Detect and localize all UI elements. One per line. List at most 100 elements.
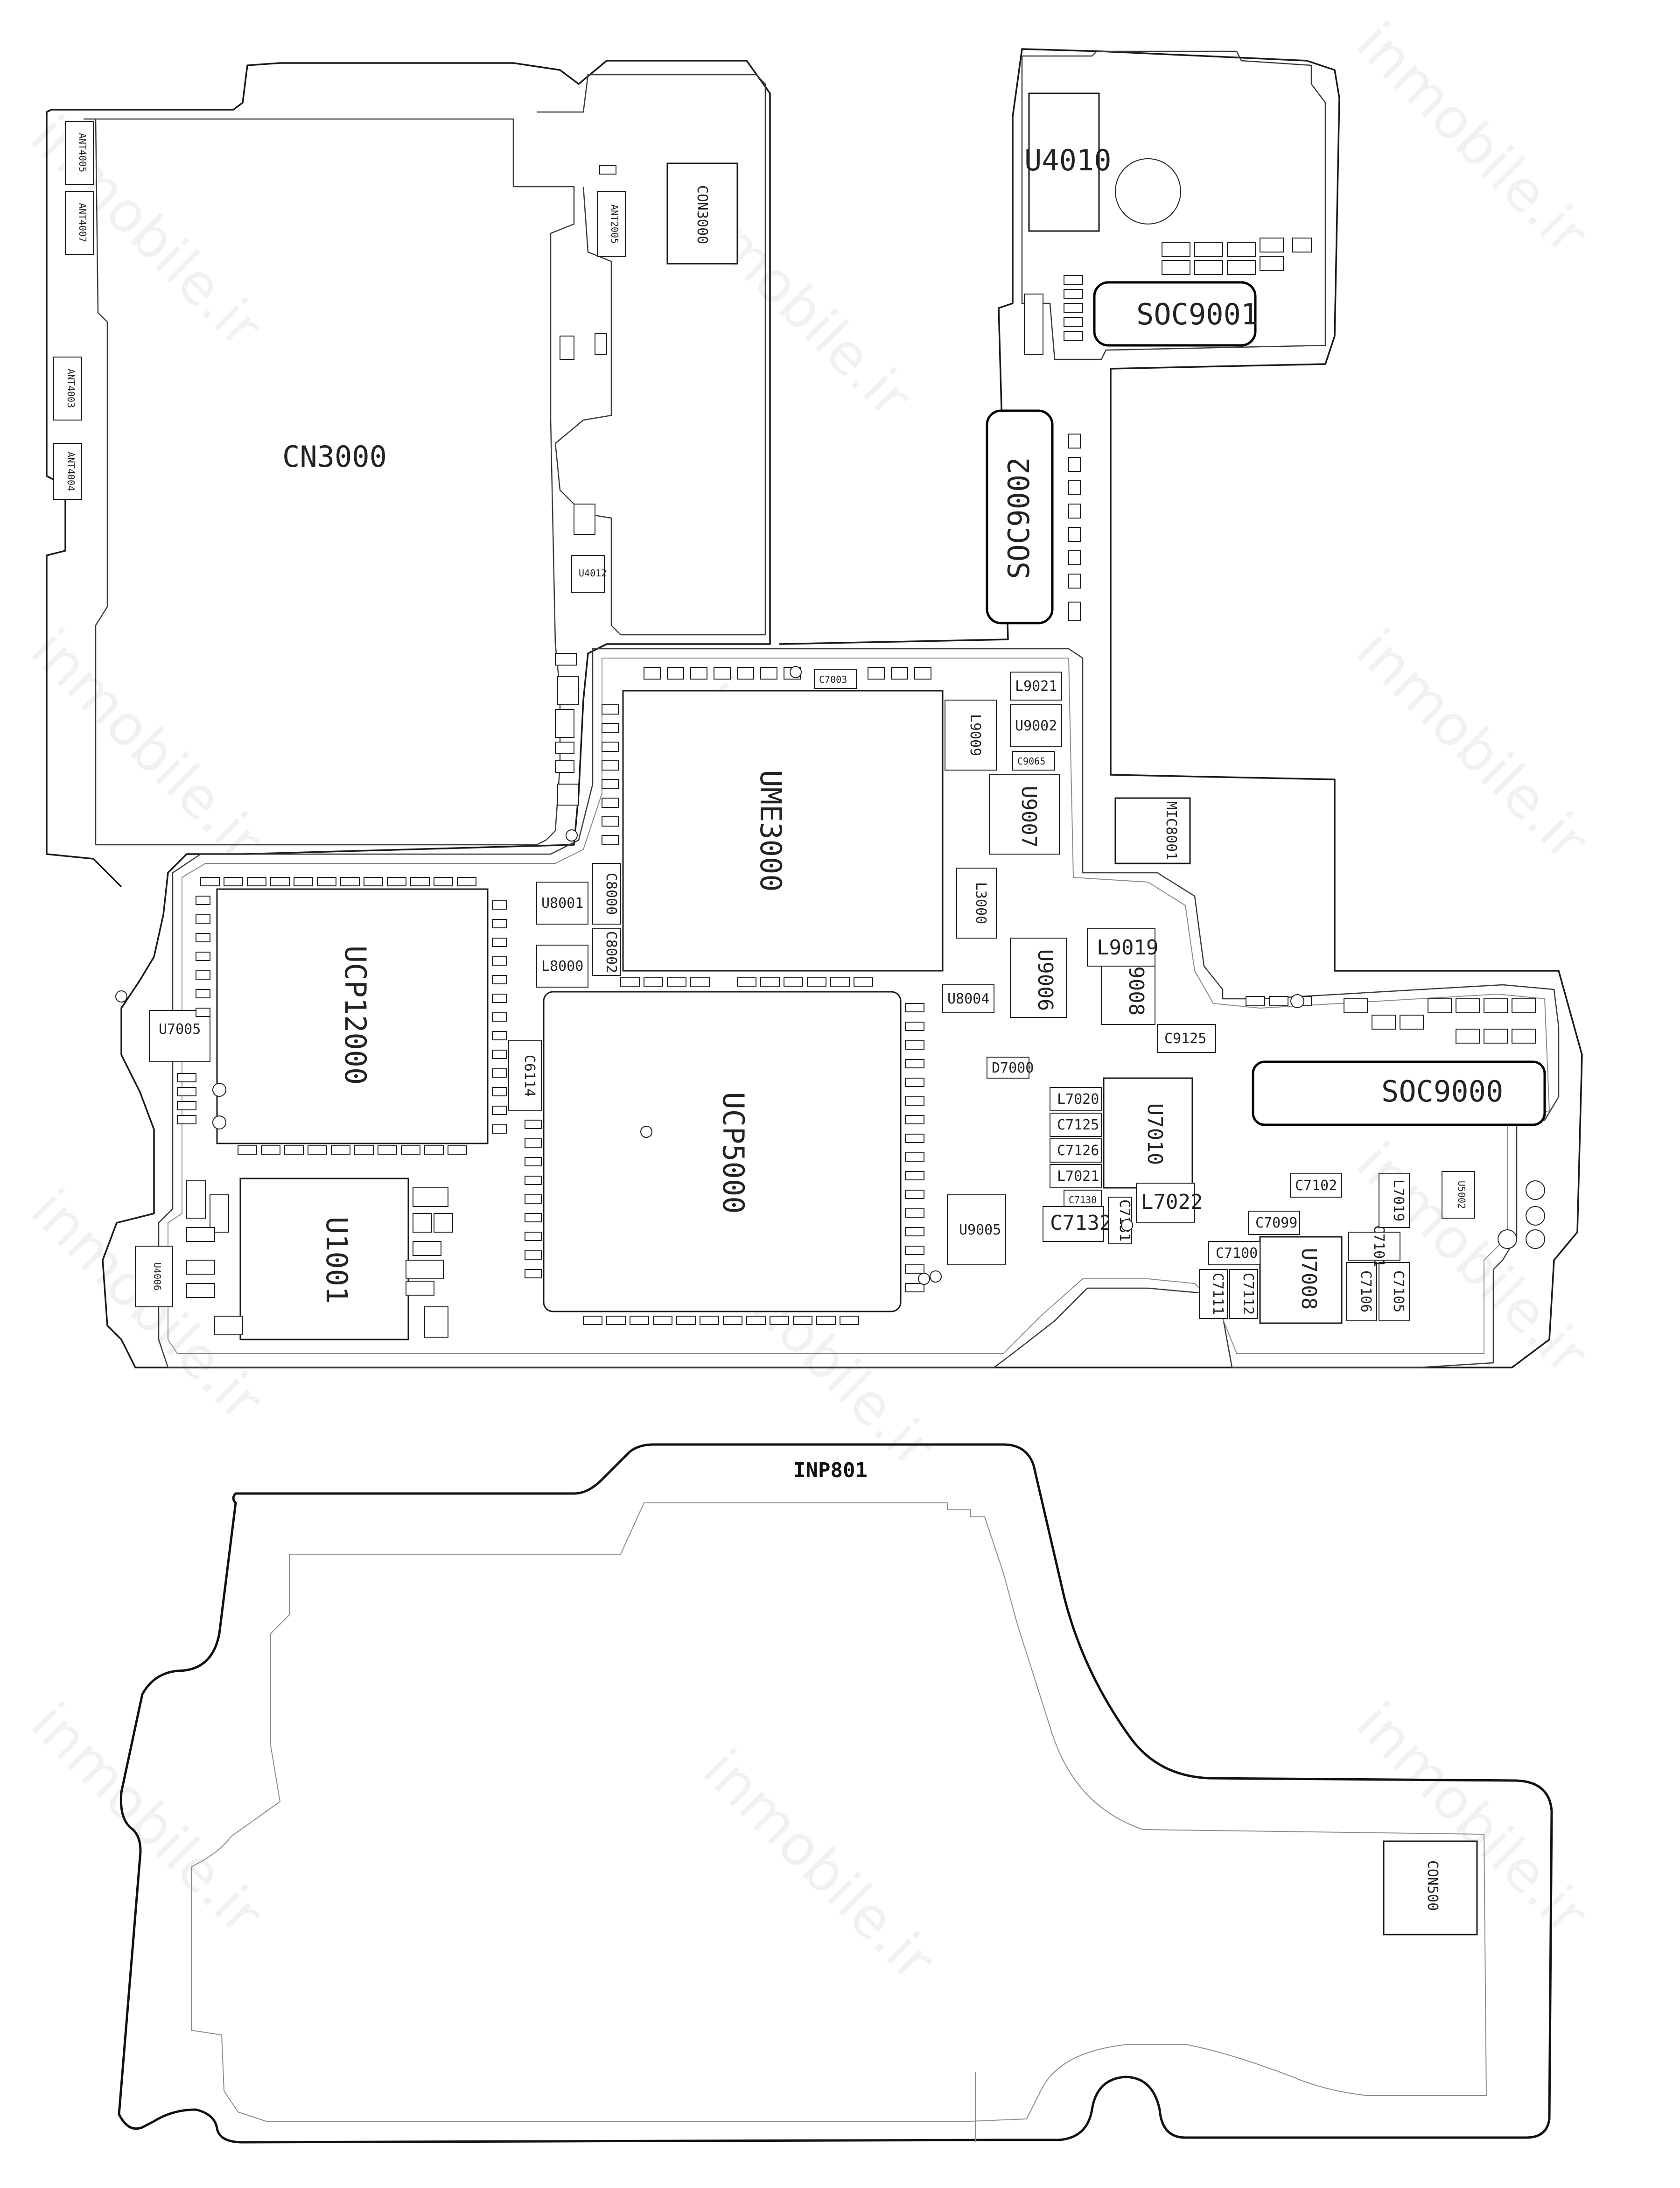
l8000-part	[536, 945, 588, 988]
passive-component	[186, 1260, 215, 1275]
c8000-part	[592, 863, 621, 925]
passive-component	[653, 1316, 672, 1325]
passive-component	[555, 709, 574, 738]
passive-component	[793, 1316, 812, 1325]
c7101-part	[1348, 1232, 1400, 1261]
c7132-part	[1043, 1206, 1104, 1242]
u8001-label: U8001	[541, 895, 583, 912]
passive-component	[413, 1213, 432, 1233]
l7020-label: L7020	[1057, 1091, 1099, 1108]
passive-component	[690, 977, 710, 987]
c8002-label: C8002	[603, 931, 619, 973]
passive-component	[1227, 260, 1256, 275]
passive-component	[406, 1260, 444, 1279]
ume-ucp-can	[158, 648, 1560, 1368]
u4006-label: U4006	[152, 1262, 163, 1290]
u9005-part	[947, 1194, 1006, 1265]
passive-component	[340, 877, 360, 886]
passive-component	[602, 779, 619, 789]
u7008-label: U7008	[1297, 1248, 1321, 1310]
passive-component	[525, 1157, 542, 1166]
passive-component	[1484, 1029, 1508, 1044]
passive-component	[406, 1281, 434, 1296]
passive-component	[186, 1227, 215, 1242]
passive-component	[905, 1115, 924, 1124]
passive-component	[1269, 996, 1288, 1006]
passive-component	[177, 1087, 196, 1096]
passive-component	[186, 1283, 215, 1298]
test-point	[212, 1115, 226, 1129]
ant2005-pad	[597, 191, 626, 257]
passive-component	[492, 919, 507, 928]
test-point	[1290, 994, 1304, 1008]
ant4003-label: ANT4003	[65, 369, 77, 408]
passive-component	[690, 667, 707, 680]
passive-component	[602, 742, 619, 752]
passive-component	[525, 1269, 542, 1278]
passive-component	[760, 667, 777, 680]
c7112-label: C7112	[1240, 1273, 1256, 1315]
board-edge-left-outer	[46, 117, 122, 888]
l7019-part	[1379, 1173, 1410, 1228]
passive-component	[644, 977, 663, 987]
l3000-part	[956, 868, 997, 939]
passive-component	[1344, 998, 1368, 1013]
passive-component	[1024, 294, 1043, 355]
cn3000-label: CN3000	[282, 440, 387, 474]
u7010-label: U7010	[1143, 1103, 1167, 1165]
passive-component	[807, 977, 826, 987]
c7102-part	[1290, 1173, 1342, 1198]
passive-component	[1428, 998, 1452, 1013]
soc9001-chip	[1093, 281, 1257, 347]
passive-component	[1064, 275, 1083, 285]
passive-component	[1068, 527, 1081, 542]
passive-component	[667, 667, 684, 680]
c7099-part	[1248, 1211, 1300, 1235]
test-point	[790, 666, 802, 678]
passive-component	[214, 1316, 243, 1335]
watermark-text: inmobile.ir	[1344, 617, 1600, 873]
c7099-label: C7099	[1255, 1215, 1297, 1231]
u9002-label: U9002	[1015, 718, 1057, 734]
passive-component	[525, 1250, 542, 1260]
c7125-label: C7125	[1057, 1117, 1099, 1133]
u9002-part	[1010, 704, 1062, 747]
passive-component	[905, 1152, 924, 1162]
soc9000-label: SOC9000	[1381, 1074, 1503, 1108]
ucp12000-chip	[216, 888, 489, 1144]
l9021-part	[1010, 672, 1062, 701]
u4006-part	[135, 1246, 173, 1307]
con3000-label: CON3000	[694, 185, 710, 244]
passive-component	[602, 816, 619, 827]
watermark-text: inmobile.ir	[1344, 10, 1600, 266]
u7008-chip	[1259, 1236, 1343, 1324]
passive-component	[1064, 317, 1083, 327]
passive-component	[905, 1078, 924, 1087]
passive-component	[737, 667, 754, 680]
con500-label: CON500	[1424, 1860, 1441, 1911]
passive-component	[492, 994, 507, 1003]
soc9001-label: SOC9001	[1136, 297, 1258, 331]
l9019-label: L9019	[1097, 936, 1158, 960]
antenna-pads: ANT4005 ANT4007 ANT4003 ANT4004 ANT2005 …	[53, 121, 626, 593]
passive-component	[905, 1246, 924, 1255]
passive-component	[331, 1145, 350, 1155]
passive-component	[525, 1176, 542, 1185]
c7101-label: C7101	[1371, 1225, 1387, 1267]
passive-component	[1227, 242, 1256, 257]
passive-component	[555, 742, 574, 754]
passive-component	[557, 784, 579, 806]
ucp12000-label: UCP12000	[338, 946, 372, 1085]
passive-component	[560, 336, 574, 360]
u8004-label: U8004	[947, 991, 989, 1007]
c7106-label: C7106	[1358, 1270, 1374, 1312]
passive-component	[891, 667, 908, 680]
c7100-label: C7100	[1216, 1245, 1258, 1262]
l7021-label: L7021	[1057, 1168, 1099, 1185]
c7105-part	[1379, 1262, 1410, 1321]
passive-component	[1068, 480, 1081, 495]
passive-component	[905, 1040, 924, 1050]
c7125-part	[1050, 1113, 1102, 1137]
test-point	[1526, 1206, 1545, 1226]
u4010-label: U4010	[1024, 143, 1112, 177]
